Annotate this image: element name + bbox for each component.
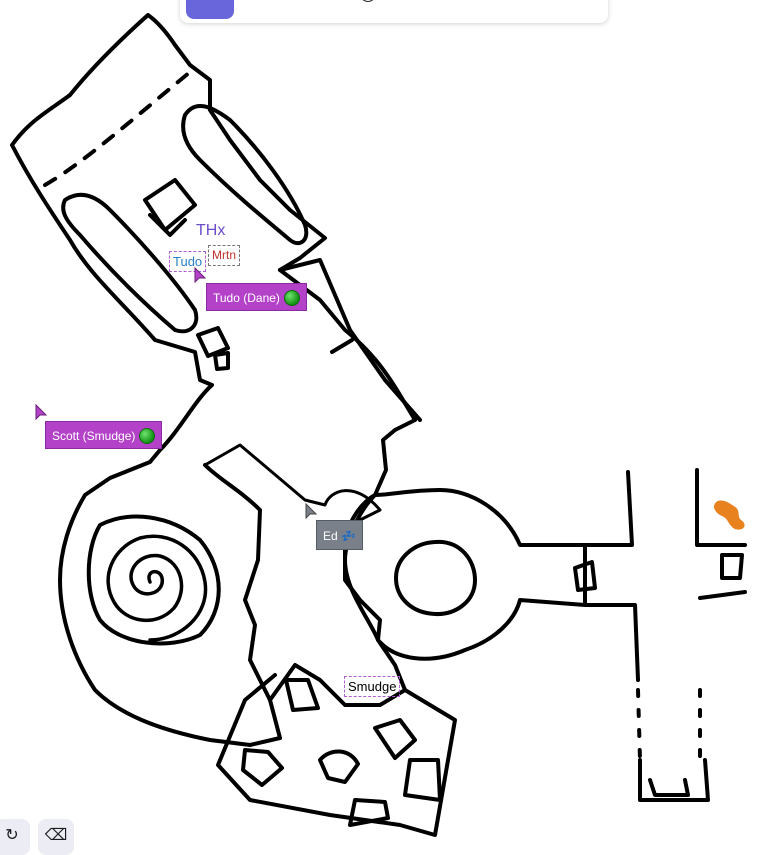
map-inner-room-left [203,463,272,702]
redo-button[interactable]: ↻ [0,819,30,855]
map-far-right-dashed-left [636,688,642,762]
map-bottom-block-6 [348,798,390,827]
redo-icon: ↻ [5,827,19,844]
image-tool-icon[interactable]: ▦ [568,0,588,2]
lock-tool-button[interactable] [186,0,234,19]
map-upper-hall-outline [10,13,417,747]
map-bottom-room [216,673,457,837]
map-circle-room-pillar [394,539,477,617]
rectangle-tool-icon[interactable]: ▭ [254,0,274,2]
cursor-scott-icon [35,403,48,421]
map-upper-dashed-wall [43,70,192,187]
map-far-right-bottom-box [648,778,690,797]
map-door-block [573,560,597,592]
map-inner-corridor [181,104,309,246]
map-crate-2 [148,213,187,237]
cursor-dane-icon [194,266,207,284]
map-circle-room-outer [343,488,587,661]
map-bottom-block-1 [284,678,320,712]
eraser-icon: ⌫ [44,827,68,844]
map-right-corridor [278,258,422,422]
map-bottom-block-4 [373,718,417,760]
collaborator-name: Scott (Smudge) [52,429,136,443]
idle-status-icon: 💤 [341,529,356,543]
map-far-right-block [720,553,744,580]
shape-toolbar: ▭ ◆ ◯ ⌐ ▦ [180,0,608,23]
map-left-corridor [61,192,199,334]
map-far-right-wall [695,468,747,547]
map-far-right-corridor-2 [583,603,640,682]
map-inner-room [203,443,382,542]
map-bottom-block-5 [403,758,442,802]
ellipse-tool-icon[interactable]: ◯ [358,0,378,2]
collaborator-badge-ed: Ed 💤 [316,520,363,550]
canvas-text-tudo[interactable]: Tudo [169,251,207,272]
map-bottom-block-2 [241,748,284,787]
collaborator-name: Ed [323,529,338,543]
orange-squiggle [714,500,745,530]
collaborator-badge-dane: Tudo (Dane) [206,283,307,311]
map-small-block [196,326,230,358]
map-far-right-corridor [583,470,634,547]
pen-tool-icon[interactable]: ⌐ [510,0,530,2]
cursor-ed-icon [305,502,318,520]
online-status-icon [283,289,300,306]
diamond-tool-icon[interactable]: ◆ [304,0,324,2]
map-bottom-block-3 [318,749,360,784]
canvas-text-smudge[interactable]: Smudge [344,676,401,697]
canvas-text-thx[interactable]: THx [196,222,226,239]
map-small-block-2 [213,351,230,371]
map-spiral [106,534,208,642]
map-spiral-room [86,514,221,646]
map-corridor-door [330,338,354,354]
eraser-button[interactable]: ⌫ [38,819,74,855]
map-far-right-bottom [638,758,710,802]
map-crate [143,178,197,232]
online-status-icon [139,427,156,444]
collaborator-badge-scott: Scott (Smudge) [45,421,163,449]
canvas-text-mrtn[interactable]: Mrtn [208,245,240,266]
map-far-right-wall-2 [698,590,747,600]
collaborator-name: Tudo (Dane) [213,291,280,305]
